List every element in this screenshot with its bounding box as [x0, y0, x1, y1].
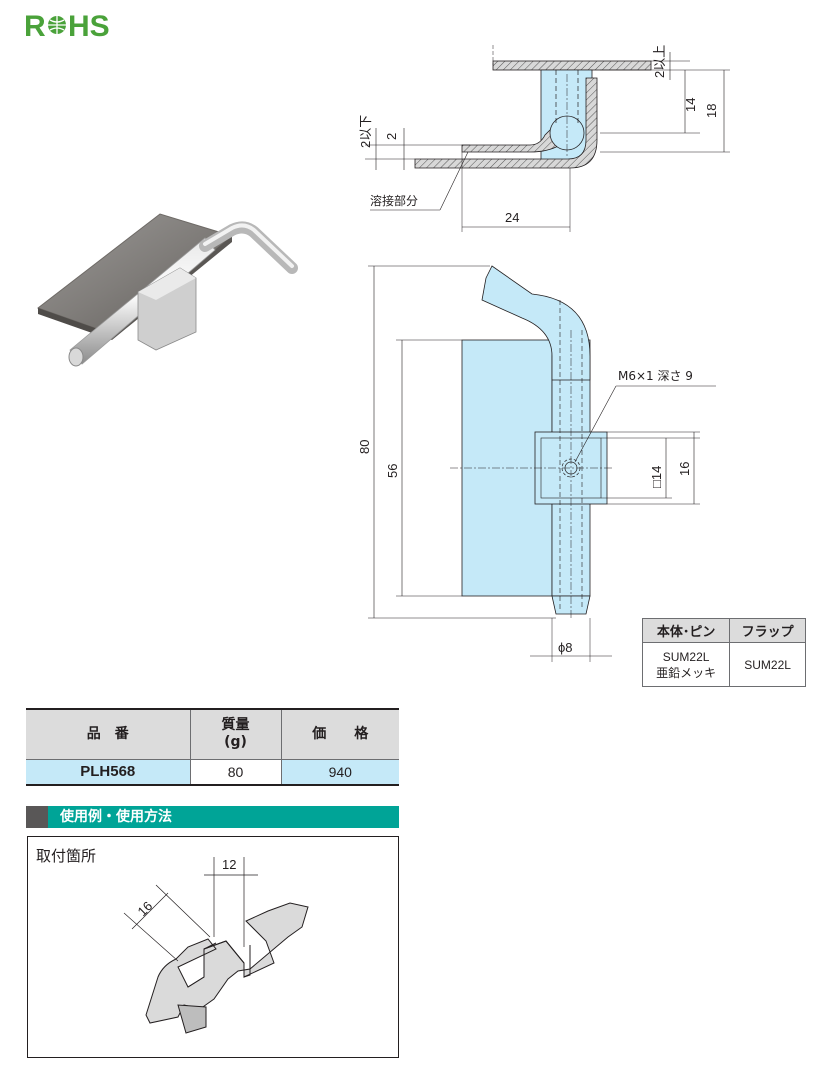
dim-sq14-front: □14	[649, 466, 664, 488]
front-view	[368, 265, 716, 662]
dim-56-front: 56	[385, 464, 400, 478]
material-table: 本体･ピン フラップ SUM22L 亜鉛メッキ SUM22L	[641, 618, 806, 687]
usage-dim-16: 16	[135, 898, 156, 919]
spec-header-weight: 質量 (g)	[189, 708, 282, 759]
spec-header-part-no: 品 番	[26, 708, 191, 759]
spec-weight: 80	[189, 758, 282, 786]
dim-18-side: 18	[704, 104, 719, 118]
spec-part-no: PLH568	[26, 758, 191, 786]
thread-label: M6×1 深さ 9	[618, 369, 693, 383]
dim-min-top-label: 2以上	[652, 45, 667, 78]
material-body-pin-line2: 亜鉛メッキ	[656, 665, 717, 680]
material-header-body-pin: 本体･ピン	[641, 618, 731, 643]
material-flap: SUM22L	[729, 642, 806, 687]
dim-80-front: 80	[357, 440, 372, 454]
dim-phi8-front: ϕ8	[558, 640, 573, 655]
mounting-illustration: 12 16	[123, 857, 309, 1034]
dim-14-side: 14	[683, 98, 698, 112]
spec-table: 品 番 質量 (g) 価 格 PLH568 80 940	[26, 708, 399, 786]
rohs-logo: R HS	[24, 6, 124, 43]
material-header-flap: フラップ	[729, 618, 806, 643]
dim-24-side: 24	[505, 210, 519, 225]
technical-drawing: 2以上 14 18 2以下 2 24 溶接部分	[36, 45, 730, 662]
svg-text:HS: HS	[68, 10, 110, 42]
material-body-pin-line1: SUM22L	[662, 649, 710, 664]
usage-dim-12: 12	[222, 857, 236, 872]
usage-box: 12 16 取付箇所	[27, 836, 399, 1058]
usage-section-title: 使用例・使用方法	[60, 809, 172, 825]
svg-text:R: R	[24, 10, 46, 42]
rohs-logo-graphic: R HS	[24, 10, 110, 43]
usage-label: 取付箇所	[36, 847, 97, 865]
spec-price: 940	[280, 758, 399, 786]
usage-section-header: 使用例・使用方法	[26, 806, 399, 828]
spec-header-price: 価 格	[280, 708, 399, 759]
dim-2-side: 2	[384, 133, 399, 140]
material-body-pin: SUM22L 亜鉛メッキ	[641, 642, 731, 687]
spec-header-weight-line1: 質量	[221, 717, 250, 734]
section-header-marker	[26, 806, 48, 828]
weld-label: 溶接部分	[370, 193, 418, 208]
dim-min-bottom-label: 2以下	[358, 115, 373, 148]
spec-header-weight-line2: (g)	[224, 734, 247, 751]
dim-16-front: 16	[677, 462, 692, 476]
product-photo	[36, 213, 298, 367]
side-view	[365, 45, 730, 232]
